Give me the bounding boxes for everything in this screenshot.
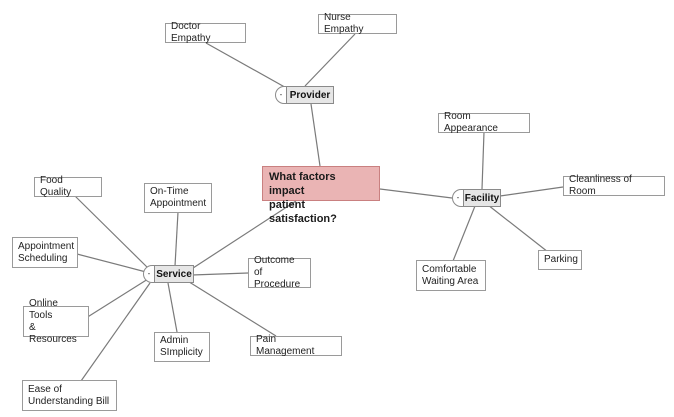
link-service-bill [80,282,151,382]
provider-collapse-toggle[interactable]: - [275,86,287,104]
node-on-time-appointment[interactable]: On-Time Appointment [144,183,212,213]
node-pain-management[interactable]: Pain Management [250,334,342,357]
node-admin-simplicity[interactable]: Admin SImplicity [154,332,210,362]
node-cleanliness-of-room[interactable]: Cleanliness of Room [563,174,665,197]
link-central-service [189,200,297,271]
link-provider-doctor [205,42,291,91]
link-central-facility [379,188,453,199]
node-ease-of-understanding-bill[interactable]: Ease of Understanding Bill [22,380,117,411]
hub-facility[interactable]: Facility [463,189,501,207]
link-facility-room-appearance [481,131,485,190]
service-collapse-toggle[interactable]: - [143,265,155,283]
node-comfortable-waiting-area[interactable]: Comfortable Waiting Area [416,260,486,291]
link-service-food [74,195,151,271]
node-appointment-scheduling[interactable]: Appointment Scheduling [12,237,78,268]
link-service-pain [185,279,277,337]
hub-service[interactable]: Service [154,265,194,283]
node-online-tools-resources[interactable]: Online Tools & Resources [23,298,89,345]
node-room-appearance[interactable]: Room Appearance [438,111,530,134]
link-service-admin [167,282,178,333]
link-service-ontime [174,211,179,267]
central-topic[interactable]: What factors impact patient satisfaction… [262,166,380,225]
link-facility-parking [487,204,549,253]
node-outcome-of-procedure[interactable]: Outcome of Procedure [248,255,311,290]
link-central-provider [310,103,321,167]
link-service-outcome [191,272,249,276]
link-facility-waiting [452,205,476,262]
node-parking[interactable]: Parking [538,250,582,270]
node-doctor-empathy[interactable]: Doctor Empathy [165,21,246,44]
link-facility-cleanliness [499,186,564,197]
link-provider-nurse [304,33,356,87]
node-nurse-empathy[interactable]: Nurse Empathy [318,12,397,35]
node-food-quality[interactable]: Food Quality [34,175,102,198]
hub-provider[interactable]: Provider [286,86,334,104]
link-service-online [85,278,149,319]
link-service-scheduling [76,253,147,273]
